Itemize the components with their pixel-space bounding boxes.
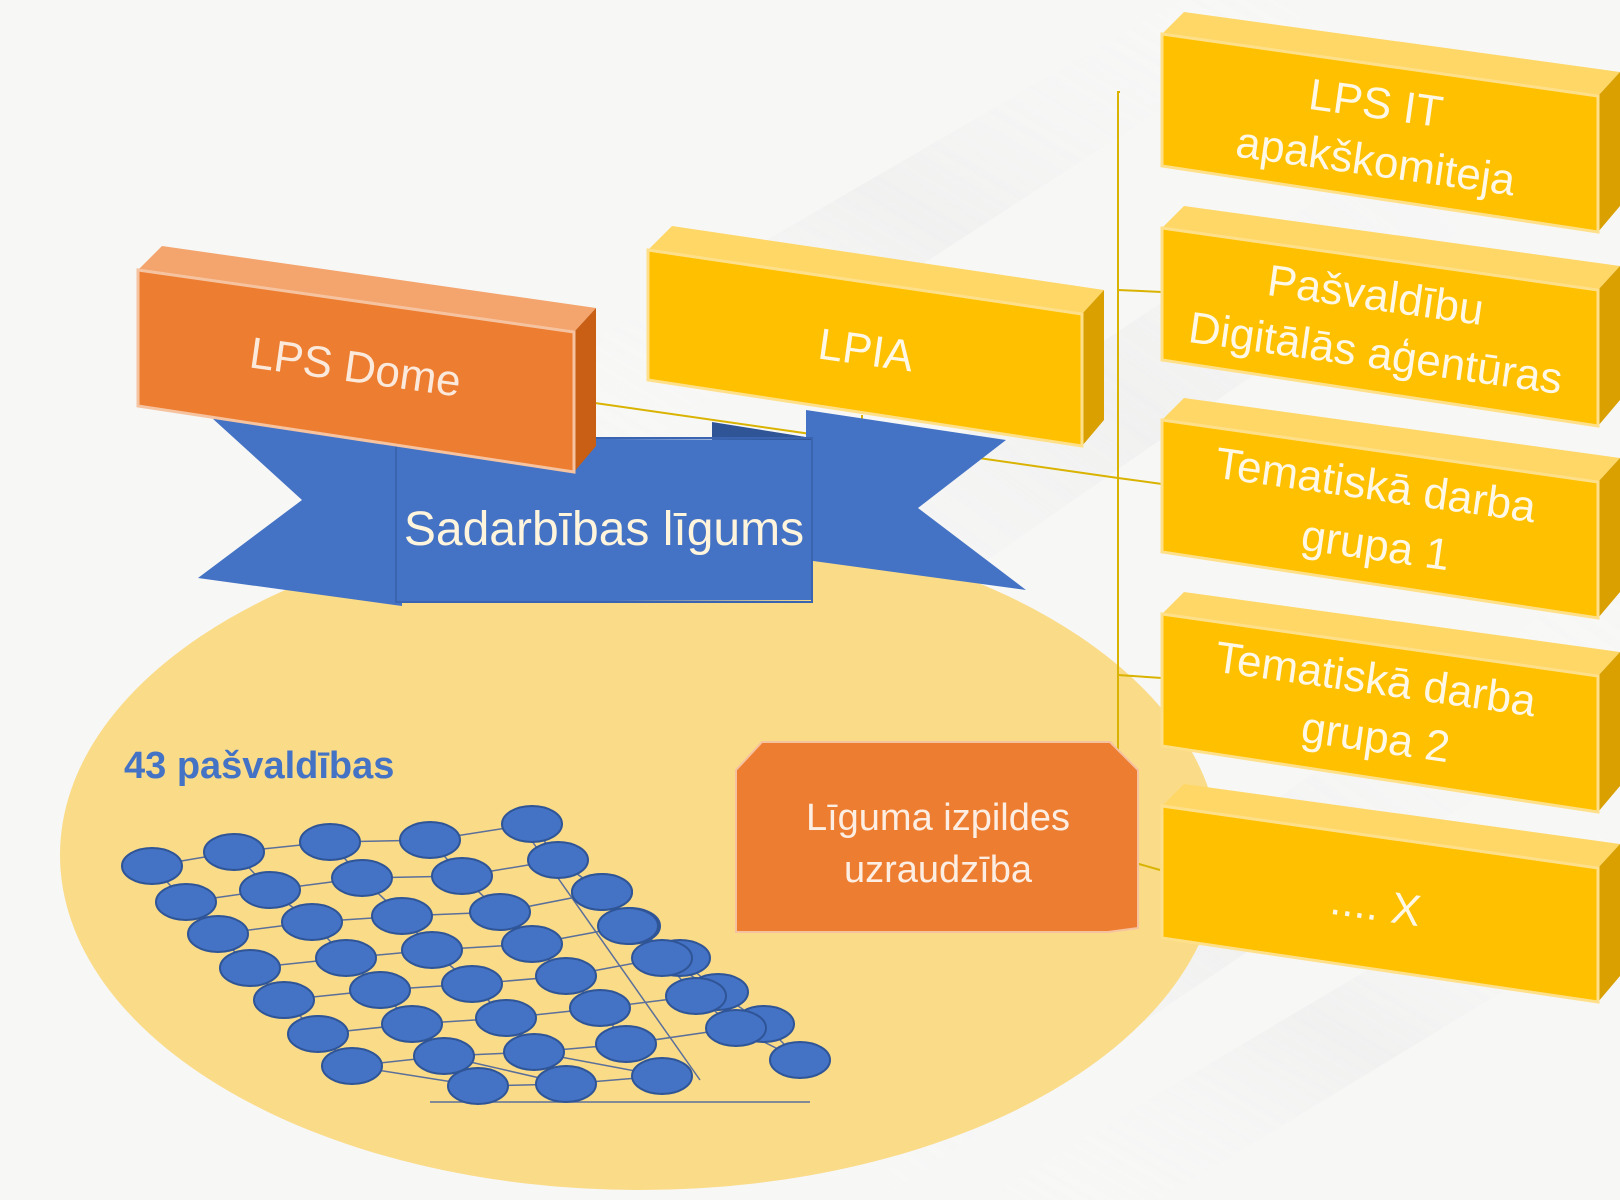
banner-left-tail (198, 418, 402, 606)
box-x: .... X (1160, 784, 1620, 1004)
municipality-node (315, 939, 377, 977)
municipality-node (219, 949, 281, 987)
municipality-node (501, 805, 563, 843)
contract-oversight: Līguma izpildes uzraudzība (735, 741, 1139, 933)
oversight-label-2: uzraudzība (844, 849, 1033, 891)
municipality-node (253, 981, 315, 1019)
municipality-node (535, 957, 597, 995)
municipality-node (501, 925, 563, 963)
municipality-node (239, 871, 301, 909)
municipality-node (597, 907, 659, 945)
banner-label: Sadarbības līgums (404, 503, 804, 556)
municipality-node (299, 823, 361, 861)
municipality-node (413, 1037, 475, 1075)
banner-right-tail (806, 410, 1026, 590)
municipality-node (121, 847, 183, 885)
municipality-node (399, 821, 461, 859)
municipality-node (475, 999, 537, 1037)
municipality-node (503, 1033, 565, 1071)
banner-center (396, 438, 812, 602)
municipality-node (371, 897, 433, 935)
oversight-label-1: Līguma izpildes (806, 797, 1070, 839)
municipality-network (121, 805, 831, 1105)
municipality-node (287, 1015, 349, 1053)
box-lps-it: LPS IT apakškomiteja (1160, 12, 1620, 234)
box-digital-agency: Pašvaldību Digitālās aģentūras (1160, 206, 1620, 428)
municipality-node (665, 977, 727, 1015)
municipality-node (769, 1041, 831, 1079)
municipality-node (447, 1067, 509, 1105)
municipality-node (331, 859, 393, 897)
municipality-node (631, 939, 693, 977)
municipality-node (705, 1009, 767, 1047)
municipalities-area (60, 520, 1220, 1190)
box-lpia: LPIA (646, 226, 1104, 448)
municipality-node (401, 931, 463, 969)
municipality-node (441, 965, 503, 1003)
municipality-node (203, 833, 265, 871)
box-lps-dome: LPS Dome (136, 246, 596, 474)
municipality-node (527, 841, 589, 879)
municipality-node (571, 873, 633, 911)
municipality-node (155, 883, 217, 921)
municipality-node (381, 1005, 443, 1043)
municipality-node (595, 1025, 657, 1063)
municipality-node (431, 857, 493, 895)
municipality-node (535, 1065, 597, 1103)
municipality-node (281, 903, 343, 941)
municipality-node (569, 989, 631, 1027)
municipality-node (321, 1047, 383, 1085)
municipalities-count-label: 43 pašvaldības (124, 745, 394, 787)
municipality-node (349, 971, 411, 1009)
cooperation-agreement-banner: Sadarbības līgums (198, 410, 1026, 606)
box-working-group-1: Tematiskā darba grupa 1 (1160, 398, 1620, 620)
municipality-node (631, 1057, 693, 1095)
municipality-node (187, 915, 249, 953)
box-working-group-2: Tematiskā darba grupa 2 (1160, 592, 1620, 814)
municipality-node (469, 893, 531, 931)
